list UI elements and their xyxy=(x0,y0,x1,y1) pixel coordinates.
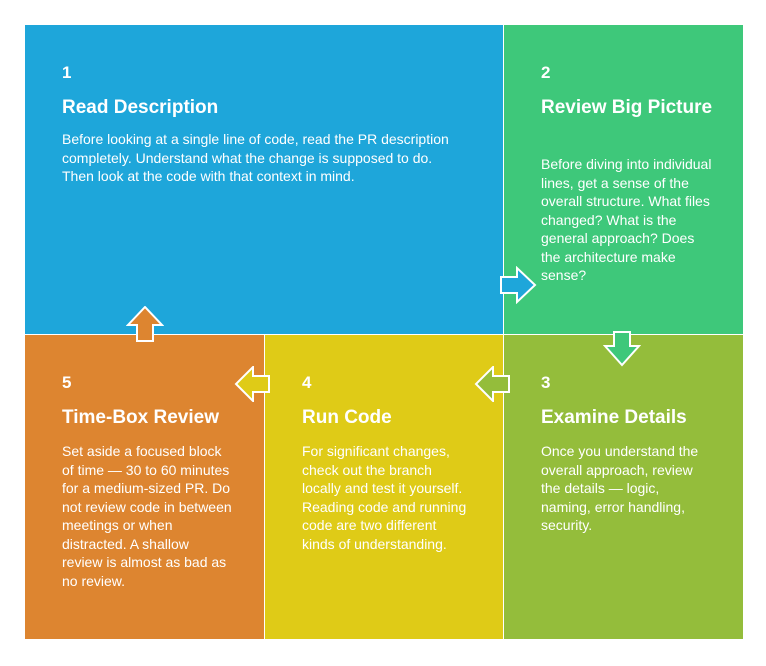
step-number: 4 xyxy=(302,373,312,392)
step-title: Time-Box Review xyxy=(62,407,219,428)
step-1-panel: 1 Read Description Before looking at a s… xyxy=(25,25,503,334)
step-title: Review Big Picture xyxy=(541,97,713,118)
step-title: Examine Details xyxy=(541,407,687,428)
step-title: Run Code xyxy=(302,407,392,428)
step-description: Set aside a focused block of time — 30 t… xyxy=(62,443,232,589)
arrow-left-icon xyxy=(474,366,510,402)
arrow-right-icon xyxy=(500,266,537,304)
step-description: Before diving into individual lines, get… xyxy=(541,156,712,283)
step-title: Read Description xyxy=(62,97,219,118)
step-number: 5 xyxy=(62,373,72,392)
step-number: 3 xyxy=(541,373,551,392)
step-description: Once you understand the overall approach… xyxy=(541,443,699,533)
step-2-panel: 2 Review Big Picture Before diving into … xyxy=(504,25,743,334)
arrow-up-icon xyxy=(126,306,164,342)
arrow-left-icon xyxy=(234,366,270,402)
step-number: 1 xyxy=(62,63,72,82)
step-description: Before looking at a single line of code,… xyxy=(62,131,449,184)
step-number: 2 xyxy=(541,63,551,82)
step-4-panel: 4 Run Code For significant changes, chec… xyxy=(265,335,503,639)
step-description: For significant changes, check out the b… xyxy=(302,443,467,552)
step-3-panel: 3 Examine Details Once you understand th… xyxy=(504,335,743,639)
step-5-panel: 5 Time-Box Review Set aside a focused bl… xyxy=(25,335,264,639)
arrow-down-icon xyxy=(603,331,641,367)
